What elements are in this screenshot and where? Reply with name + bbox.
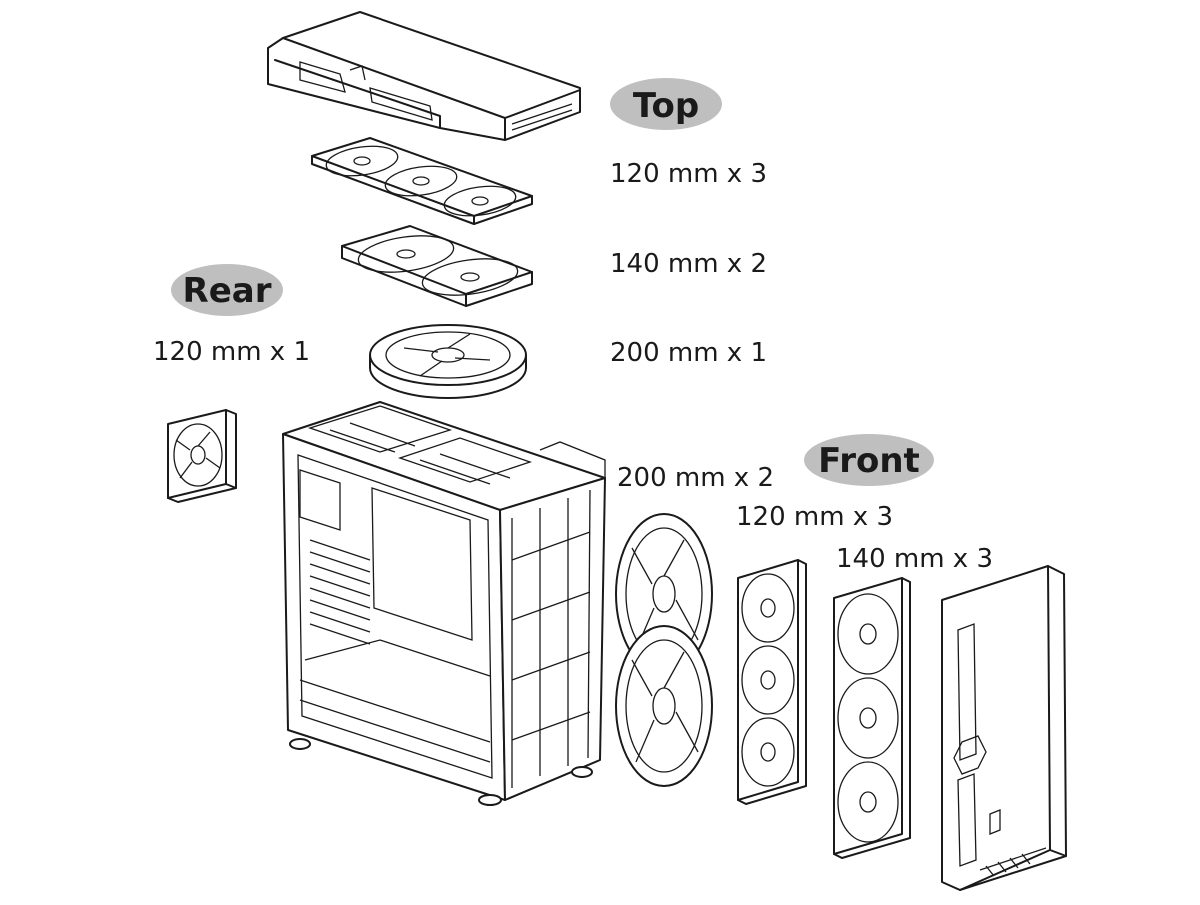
- top-panel-icon: [267, 11, 581, 141]
- fan-icon: [737, 559, 807, 805]
- fan-icon: [311, 137, 533, 225]
- top-spec-1: 120 mm x 3: [610, 159, 767, 189]
- front-panel-icon: [941, 565, 1067, 891]
- front-spec-3: 140 mm x 3: [836, 544, 993, 574]
- fan-icon: [341, 225, 533, 307]
- svg-text:Front: Front: [818, 441, 920, 481]
- top-spec-3: 200 mm x 1: [610, 338, 767, 368]
- chassis-icon: [282, 401, 606, 806]
- svg-text:Rear: Rear: [183, 271, 272, 311]
- fan-icon: [833, 577, 911, 859]
- fan-icon: [369, 324, 527, 399]
- front-spec-1: 200 mm x 2: [617, 463, 774, 493]
- top-badge: Top: [610, 78, 722, 130]
- top-spec-2: 140 mm x 2: [610, 249, 767, 279]
- fan-icon: [167, 409, 237, 503]
- fan-icon: [615, 513, 713, 787]
- front-spec-2: 120 mm x 3: [736, 502, 893, 532]
- front-badge: Front: [804, 434, 934, 486]
- rear-spec-1: 120 mm x 1: [153, 337, 310, 367]
- rear-badge: Rear: [171, 264, 283, 316]
- svg-text:Top: Top: [633, 86, 699, 126]
